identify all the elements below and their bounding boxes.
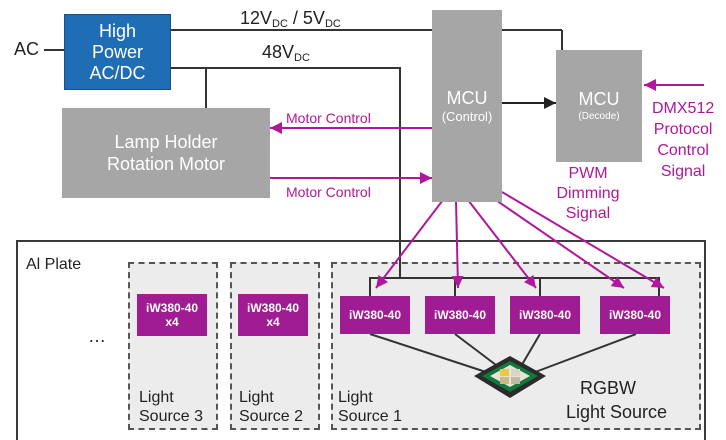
chip-source-1-c: iW380-40	[510, 296, 580, 334]
al-plate-label: Al Plate	[26, 256, 82, 273]
light-source-2-group	[230, 262, 320, 430]
pwm-arrow-5	[501, 191, 665, 289]
pwm-arrow-3	[467, 199, 537, 289]
mcu-decode-block: MCU (Decode)	[556, 50, 642, 162]
light-source-3-group	[128, 262, 218, 430]
rail-12v-5v-label: 12VDC / 5VDC	[240, 8, 341, 30]
pwm-arrow-2	[451, 199, 464, 289]
motor-control-label-top: Motor Control	[286, 110, 371, 126]
motor-control-label-bottom: Motor Control	[286, 184, 371, 200]
mcu-control-block: MCU (Control)	[432, 10, 502, 202]
ac-label: AC	[14, 39, 40, 59]
chip-source-1-b: iW380-40	[425, 296, 495, 334]
pwm-arrow-1	[375, 195, 447, 289]
chip-source-1-d: iW380-40	[600, 296, 670, 334]
lamp-holder-motor-block: Lamp Holder Rotation Motor	[62, 108, 270, 198]
high-power-acdc-block: High Power AC/DC	[64, 14, 171, 90]
pwm-arrow-4	[489, 195, 625, 289]
rail-48v-label: 48VDC	[262, 42, 310, 64]
chip-source-1-a: iW380-40	[340, 296, 410, 334]
rgbw-led-icon	[474, 356, 546, 398]
ellipsis-more-sources: …	[88, 326, 106, 346]
rail-48v-line	[170, 67, 401, 278]
chip-supply-bus	[369, 277, 660, 296]
